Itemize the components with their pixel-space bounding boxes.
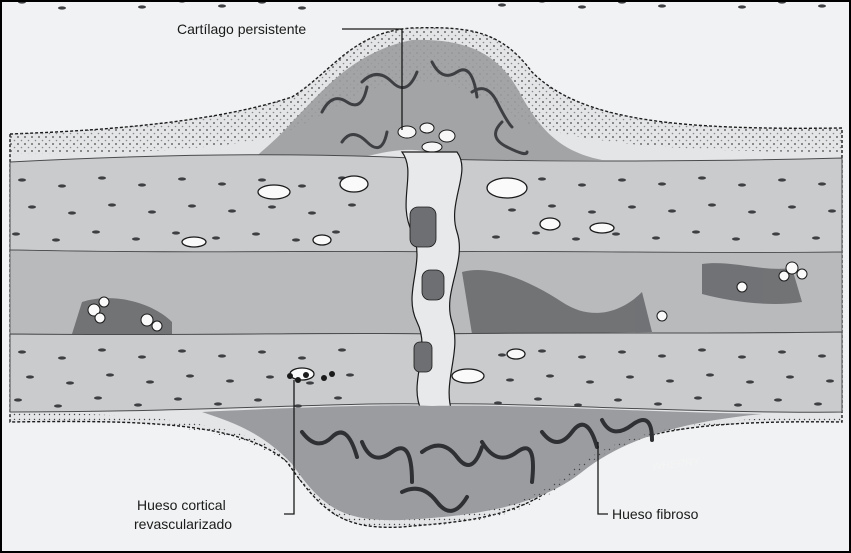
label-revascularized-bone-line1: Hueso cortical (137, 497, 226, 513)
label-revascularized-bone-line2: revascularizado (134, 516, 232, 532)
label-persistent-cartilage: Cartílago persistente (177, 21, 306, 37)
label-woven-bone: Hueso fibroso (612, 506, 699, 522)
